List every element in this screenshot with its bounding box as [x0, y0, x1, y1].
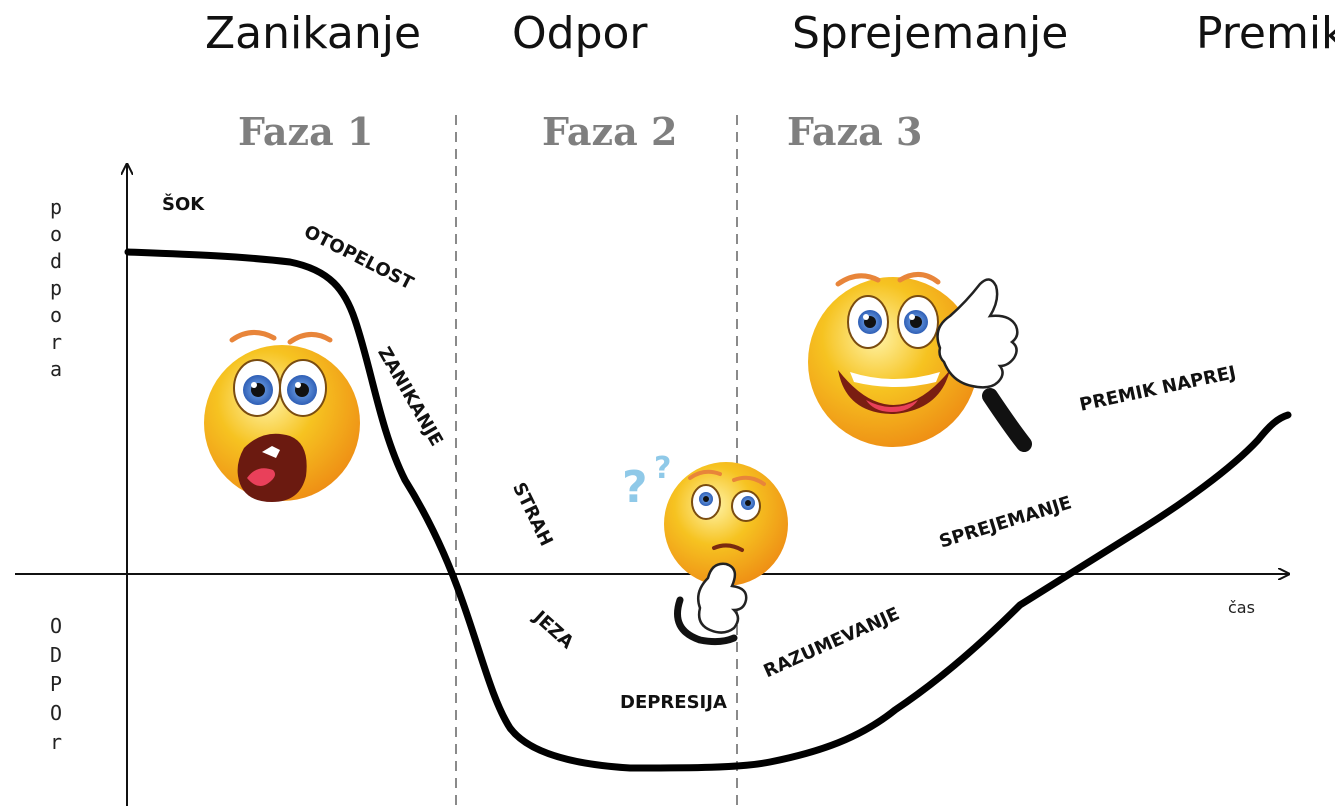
y-axis-positive-letter: p — [49, 276, 63, 300]
confused-face-icon: ? ? — [622, 451, 788, 646]
y-axis-positive-letter: o — [49, 222, 63, 246]
svg-text:?: ? — [654, 451, 671, 486]
y-axis-negative-letter: O — [49, 614, 63, 638]
y-axis-negative-letter: P — [49, 672, 63, 696]
y-axis-positive-letter: o — [49, 303, 63, 327]
label-depression: DEPRESIJA — [620, 692, 727, 713]
y-axis-positive-letter: d — [49, 249, 63, 273]
stage-heading-denial: Zanikanje — [205, 8, 422, 59]
stage-heading-resistance: Odpor — [512, 8, 648, 59]
y-axis-negative-letter: r — [49, 730, 63, 754]
stage-heading-move: Premik — [1196, 8, 1335, 59]
y-axis-negative-letter: D — [49, 643, 63, 667]
shocked-face-icon — [204, 330, 360, 502]
phase-label-3: Faza 3 — [787, 109, 923, 154]
label-shock: ŠOK — [162, 194, 205, 215]
stage-heading-acceptance: Sprejemanje — [792, 8, 1069, 59]
svg-text:?: ? — [622, 462, 648, 513]
happy-thumbs-up-face-icon — [808, 272, 1032, 452]
change-curve — [124, 248, 1292, 772]
y-axis-positive-letter: a — [49, 357, 63, 381]
y-axis-positive-letter: p — [49, 195, 63, 219]
phase-label-2: Faza 2 — [542, 109, 678, 154]
phase-label-1: Faza 1 — [238, 109, 374, 154]
y-axis-negative-letter: O — [49, 701, 63, 725]
x-axis-label: čas — [1228, 598, 1255, 617]
y-axis-positive-letter: r — [49, 330, 63, 354]
